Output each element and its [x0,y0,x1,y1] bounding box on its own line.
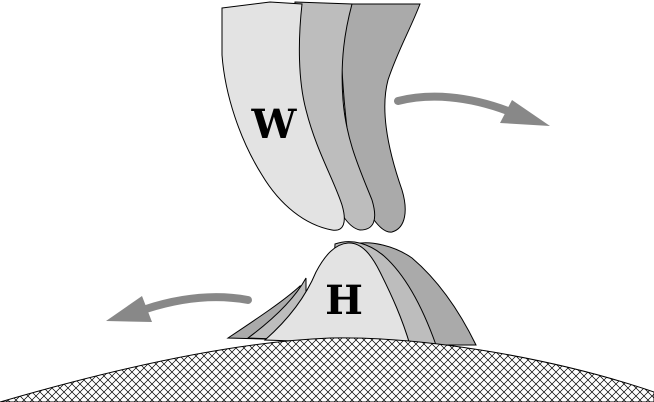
curved-arrow-left [106,293,252,322]
lower-layer-light [263,242,411,346]
upper-tongue: W [221,1,421,233]
ground-surface [0,337,654,402]
label-h: H [325,277,363,324]
lower-dome: H [226,241,477,346]
upper-layer-light [221,1,345,231]
label-w: W [251,101,298,148]
curved-arrow-right [394,92,550,126]
